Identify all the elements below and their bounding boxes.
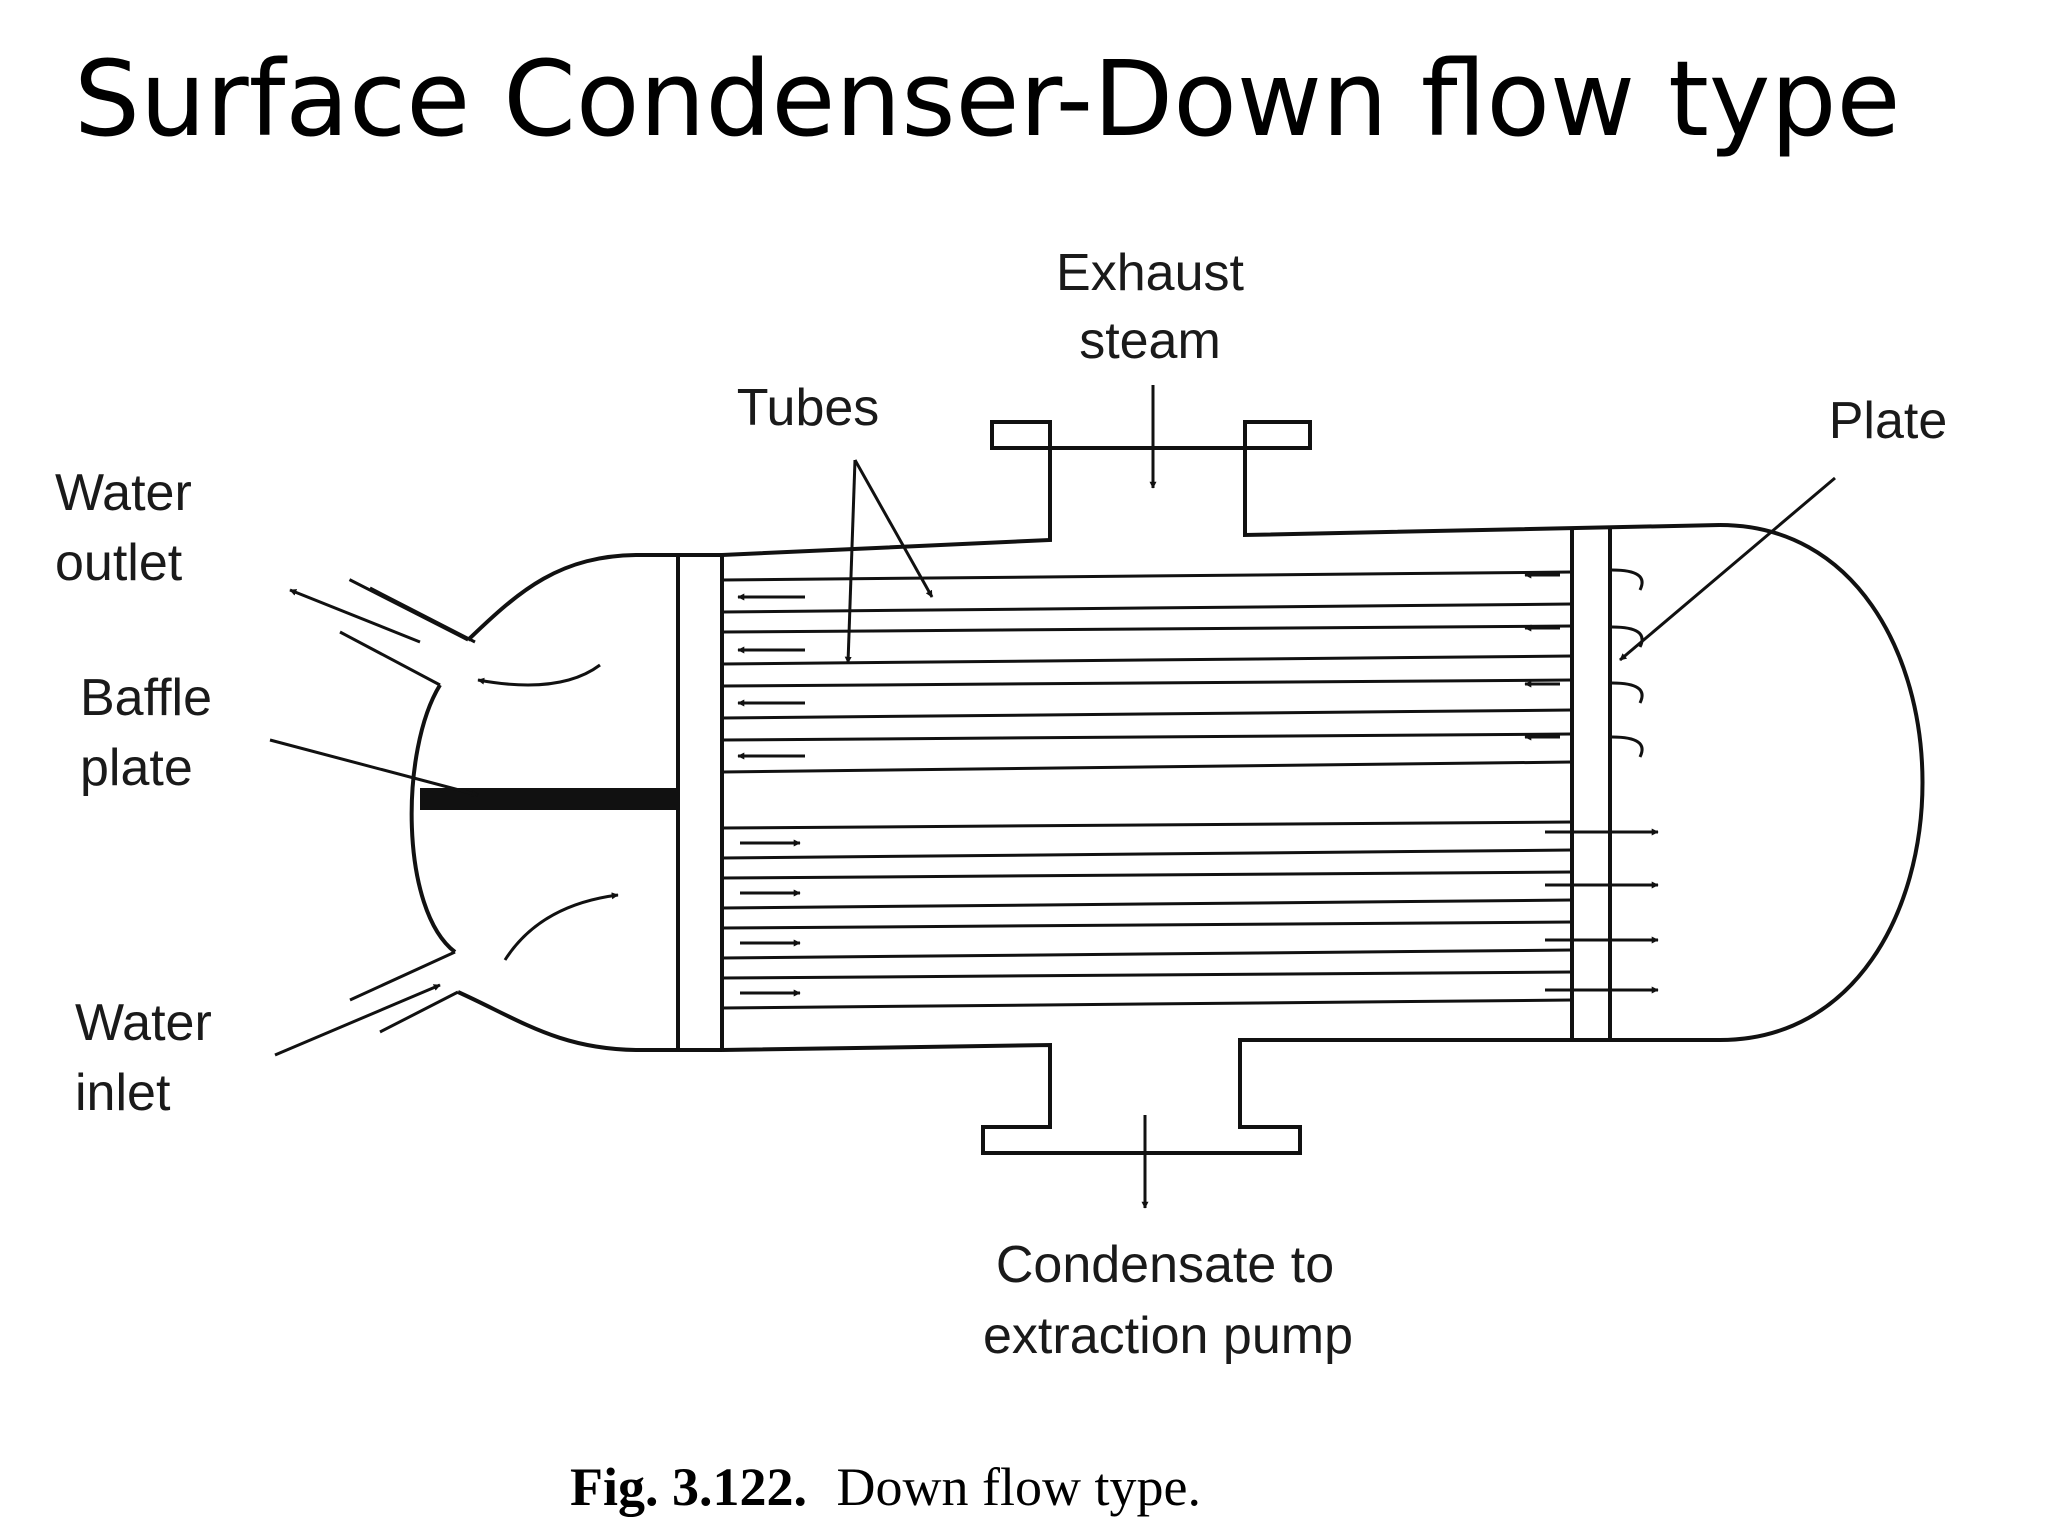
baffle-plate (420, 788, 678, 810)
water-outlet-arrow (289, 588, 421, 644)
label-condensate-1: Condensate to (996, 1236, 1334, 1294)
label-exhaust-steam-2: steam (1079, 312, 1221, 370)
label-tubes: Tubes (737, 379, 880, 437)
label-water-outlet-1: Water (55, 464, 192, 522)
right-tube-plate (1570, 527, 1612, 1040)
label-baffle-plate-1: Baffle (80, 669, 212, 727)
label-water-outlet-2: outlet (55, 534, 183, 592)
figure-caption: Fig. 3.122. Down flow type. (570, 1457, 1201, 1517)
water-outlet-nozzle (339, 578, 476, 687)
label-water-inlet-2: inlet (75, 1064, 171, 1122)
inlet-flow-arrow (503, 892, 619, 961)
condenser-shell (409, 420, 1925, 1155)
slide-title: Surface Condenser-Down flow type (74, 38, 1901, 160)
label-exhaust-steam-1: Exhaust (1056, 244, 1244, 302)
tube-bundle (721, 570, 1573, 1010)
label-baffle-plate-2: plate (80, 739, 193, 797)
left-tube-plate (676, 555, 724, 1050)
label-condensate-2: extraction pump (983, 1307, 1353, 1365)
steam-curls (1611, 568, 1644, 758)
water-inlet-nozzle (349, 950, 459, 1034)
label-plate: Plate (1829, 392, 1948, 450)
figure-caption-text: Down flow type. (837, 1457, 1201, 1517)
leader-lines (269, 459, 1836, 797)
label-water-inlet-1: Water (75, 994, 212, 1052)
lower-flow-arrows (740, 828, 1659, 997)
upper-flow-arrows (737, 571, 1560, 760)
outlet-flow-arrow (477, 663, 601, 687)
figure-number: Fig. 3.122. (570, 1457, 807, 1517)
water-inlet-arrow (274, 983, 441, 1057)
